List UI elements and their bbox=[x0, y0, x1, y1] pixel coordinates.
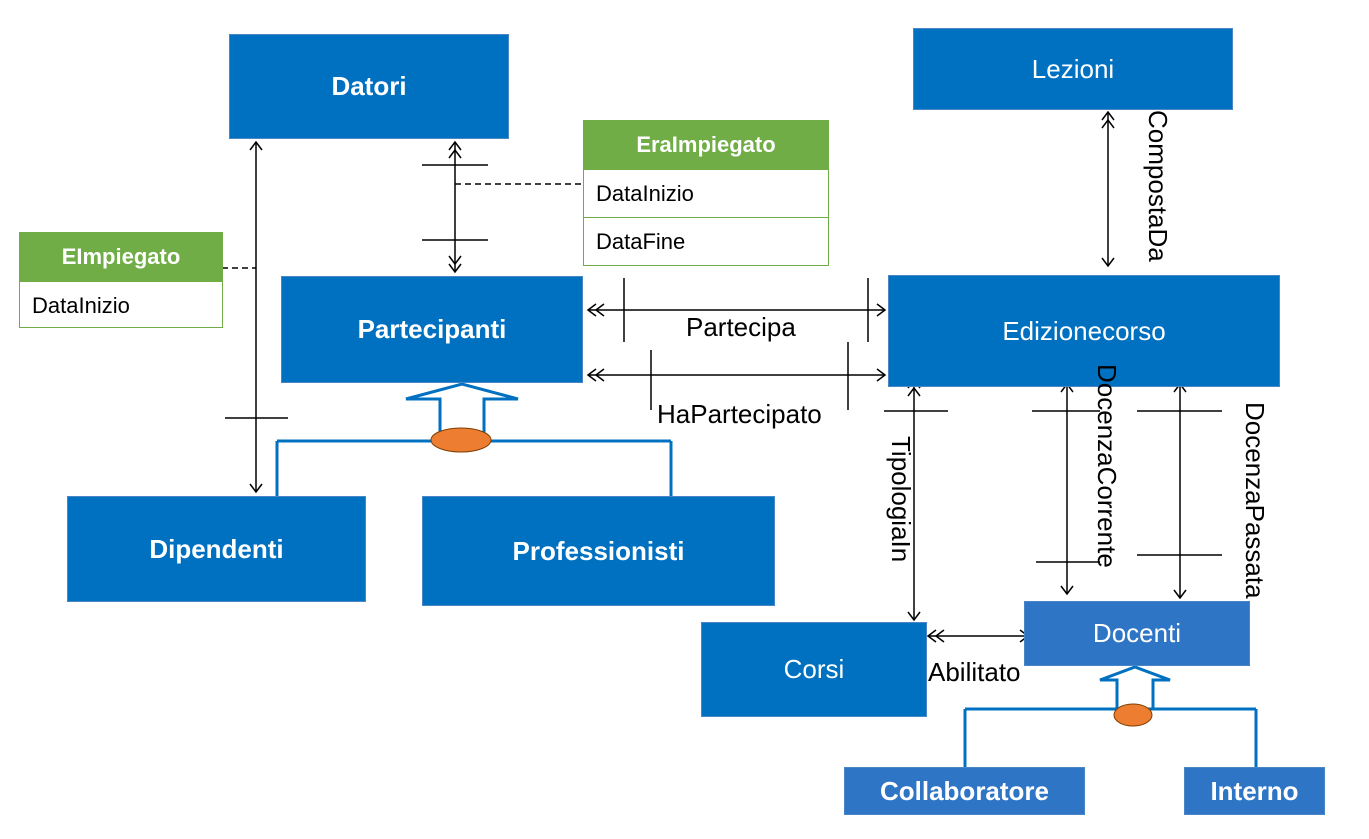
relationship-label-tipologia-in: TipologiaIn bbox=[886, 436, 916, 563]
arrowhead bbox=[876, 303, 887, 317]
generalization-arrow-icon bbox=[1099, 665, 1171, 709]
entity-datori[interactable]: Datori bbox=[229, 34, 509, 139]
arrowhead bbox=[249, 140, 263, 151]
arrowhead bbox=[1101, 257, 1115, 268]
arrowhead bbox=[448, 255, 462, 266]
arrowhead bbox=[907, 386, 921, 397]
attribute-box-e-impiegato: EImpiegato DataInizio bbox=[19, 232, 223, 328]
attribute-field: DataInizio bbox=[584, 169, 828, 217]
entity-lezioni[interactable]: Lezioni bbox=[913, 28, 1233, 110]
attribute-field: DataInizio bbox=[20, 281, 222, 329]
relationship-label-ha-partecipato: HaPartecipato bbox=[657, 399, 822, 429]
arrowhead bbox=[876, 368, 887, 382]
arrowhead bbox=[1101, 118, 1115, 129]
arrowhead bbox=[926, 629, 937, 643]
entity-docenti[interactable]: Docenti bbox=[1024, 601, 1250, 666]
arrowhead bbox=[594, 368, 605, 382]
arrowhead bbox=[1101, 110, 1115, 121]
arrowhead bbox=[594, 303, 605, 317]
entity-partecipanti[interactable]: Partecipanti bbox=[281, 276, 583, 383]
entity-edizionecorso[interactable]: Edizionecorso bbox=[888, 275, 1280, 387]
entity-interno[interactable]: Interno bbox=[1184, 767, 1325, 815]
arrowhead bbox=[586, 303, 597, 317]
relationship-label-docenza-corrente: DocenzaCorrente bbox=[1092, 364, 1122, 568]
arrowhead bbox=[907, 611, 921, 622]
arrowhead bbox=[448, 263, 462, 274]
arrowhead bbox=[249, 483, 263, 494]
arrowhead bbox=[934, 629, 945, 643]
relationship-label-composta-da: CompostaDa bbox=[1143, 110, 1173, 262]
attribute-field: DataFine bbox=[584, 217, 828, 265]
entity-dipendenti[interactable]: Dipendenti bbox=[67, 496, 366, 602]
arrowhead bbox=[1060, 585, 1074, 596]
attribute-box-title: EImpiegato bbox=[20, 233, 222, 281]
attribute-box-era-impiegato: EraImpiegato DataInizio DataFine bbox=[583, 120, 829, 266]
generalization-dot bbox=[1113, 703, 1153, 727]
arrowhead bbox=[448, 148, 462, 159]
generalization-arrow-icon bbox=[405, 382, 519, 441]
entity-professionisti[interactable]: Professionisti bbox=[422, 496, 775, 606]
arrowhead bbox=[586, 368, 597, 382]
entity-collaboratore[interactable]: Collaboratore bbox=[844, 767, 1085, 815]
arrowhead bbox=[448, 140, 462, 151]
relationship-label-partecipa: Partecipa bbox=[686, 312, 796, 342]
arrowhead bbox=[1173, 589, 1187, 600]
attribute-box-title: EraImpiegato bbox=[584, 121, 828, 169]
relationship-label-abilitato: Abilitato bbox=[928, 657, 1021, 687]
entity-corsi[interactable]: Corsi bbox=[701, 622, 927, 717]
relationship-label-docenza-passata: DocenzaPassata bbox=[1240, 402, 1270, 599]
generalization-dot bbox=[430, 427, 492, 453]
